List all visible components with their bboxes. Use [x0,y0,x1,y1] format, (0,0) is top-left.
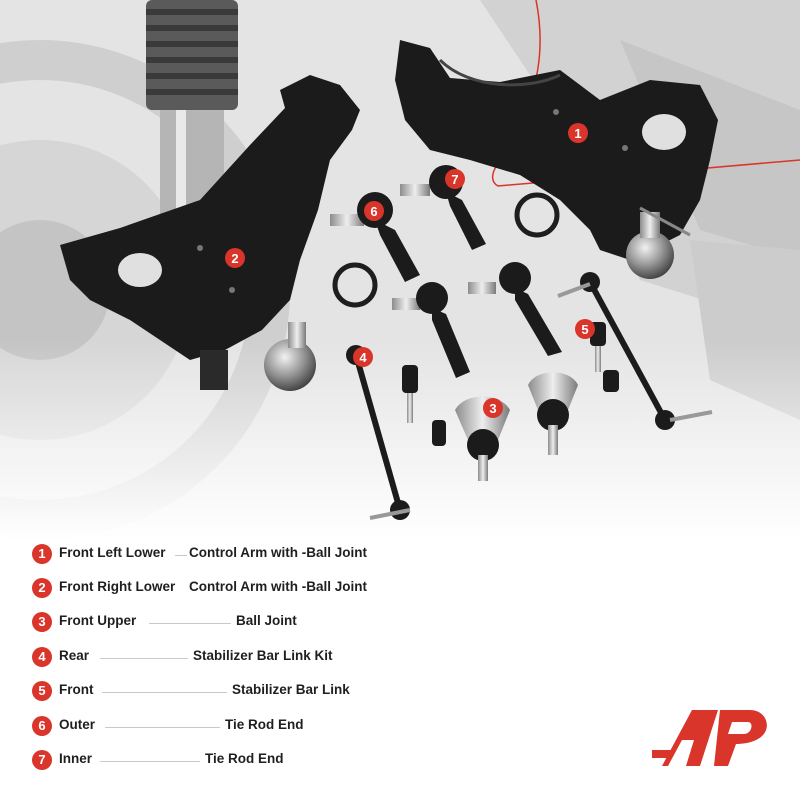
brand-logo-icon [652,710,767,766]
control-arm-2 [60,75,360,391]
callout-4-label: 4 [359,350,367,365]
stabilizer-link-5 [557,272,713,430]
legend-part: Stabilizer Bar Link [232,682,350,697]
leader-line [100,658,188,659]
legend-position: Front Upper [59,613,137,628]
legend-position: Front [59,682,94,697]
legend-row-7: 7 Inner Tie Rod End [32,750,592,772]
legend-row-1: 1 Front Left Lower Control Arm with -Bal… [32,544,592,566]
legend-position: Outer [59,717,96,732]
legend-number-badge: 3 [32,612,52,632]
callout-6: 6 [364,201,384,221]
leader-line [105,727,220,728]
legend-row-4: 4 Rear Stabilizer Bar Link Kit [32,647,592,669]
callout-2: 2 [225,248,245,268]
legend-part: Tie Rod End [205,751,284,766]
leader-line [175,555,187,556]
legend-number-badge: 4 [32,647,52,667]
callout-1-label: 1 [574,126,581,141]
legend-part: Control Arm with -Ball Joint [189,579,367,594]
legend-part: Control Arm with -Ball Joint [189,545,367,560]
callout-2-label: 2 [231,251,238,266]
callout-5: 5 [575,319,595,339]
callout-7-label: 7 [451,172,458,187]
legend-part: Ball Joint [236,613,297,628]
callout-3-label: 3 [489,401,496,416]
callout-3: 3 [483,398,503,418]
legend-row-5: 5 Front Stabilizer Bar Link [32,681,592,703]
stabilizer-link-4 [346,345,446,520]
control-arm-1 [395,40,718,279]
snap-rings [332,192,560,308]
callout-badges: 1 2 3 4 5 6 7 [225,123,595,418]
callout-7: 7 [445,169,465,189]
legend-number-badge: 1 [32,544,52,564]
callout-4: 4 [353,347,373,367]
legend-position: Inner [59,751,93,766]
callout-1: 1 [568,123,588,143]
legend-row-3: 3 Front Upper Ball Joint [32,612,592,634]
legend-number-badge: 6 [32,716,52,736]
legend-number-badge: 2 [32,578,52,598]
legend-number-badge: 7 [32,750,52,770]
leader-line [149,623,231,624]
callout-5-label: 5 [581,322,588,337]
legend-number-badge: 5 [32,681,52,701]
legend-row-2: 2 Front Right Lower Control Arm with -Ba… [32,578,592,600]
legend-part: Tie Rod End [225,717,304,732]
legend-part: Stabilizer Bar Link Kit [193,648,333,663]
legend-position: Rear [59,648,90,663]
leader-line [102,692,227,693]
parts-legend: 1 Front Left Lower Control Arm with -Bal… [0,536,800,796]
legend-row-6: 6 Outer Tie Rod End [32,716,592,738]
legend-position: Front Left Lower [59,545,166,560]
leader-line [100,761,200,762]
legend-position: Front Right Lower [59,579,176,594]
callout-6-label: 6 [370,204,377,219]
